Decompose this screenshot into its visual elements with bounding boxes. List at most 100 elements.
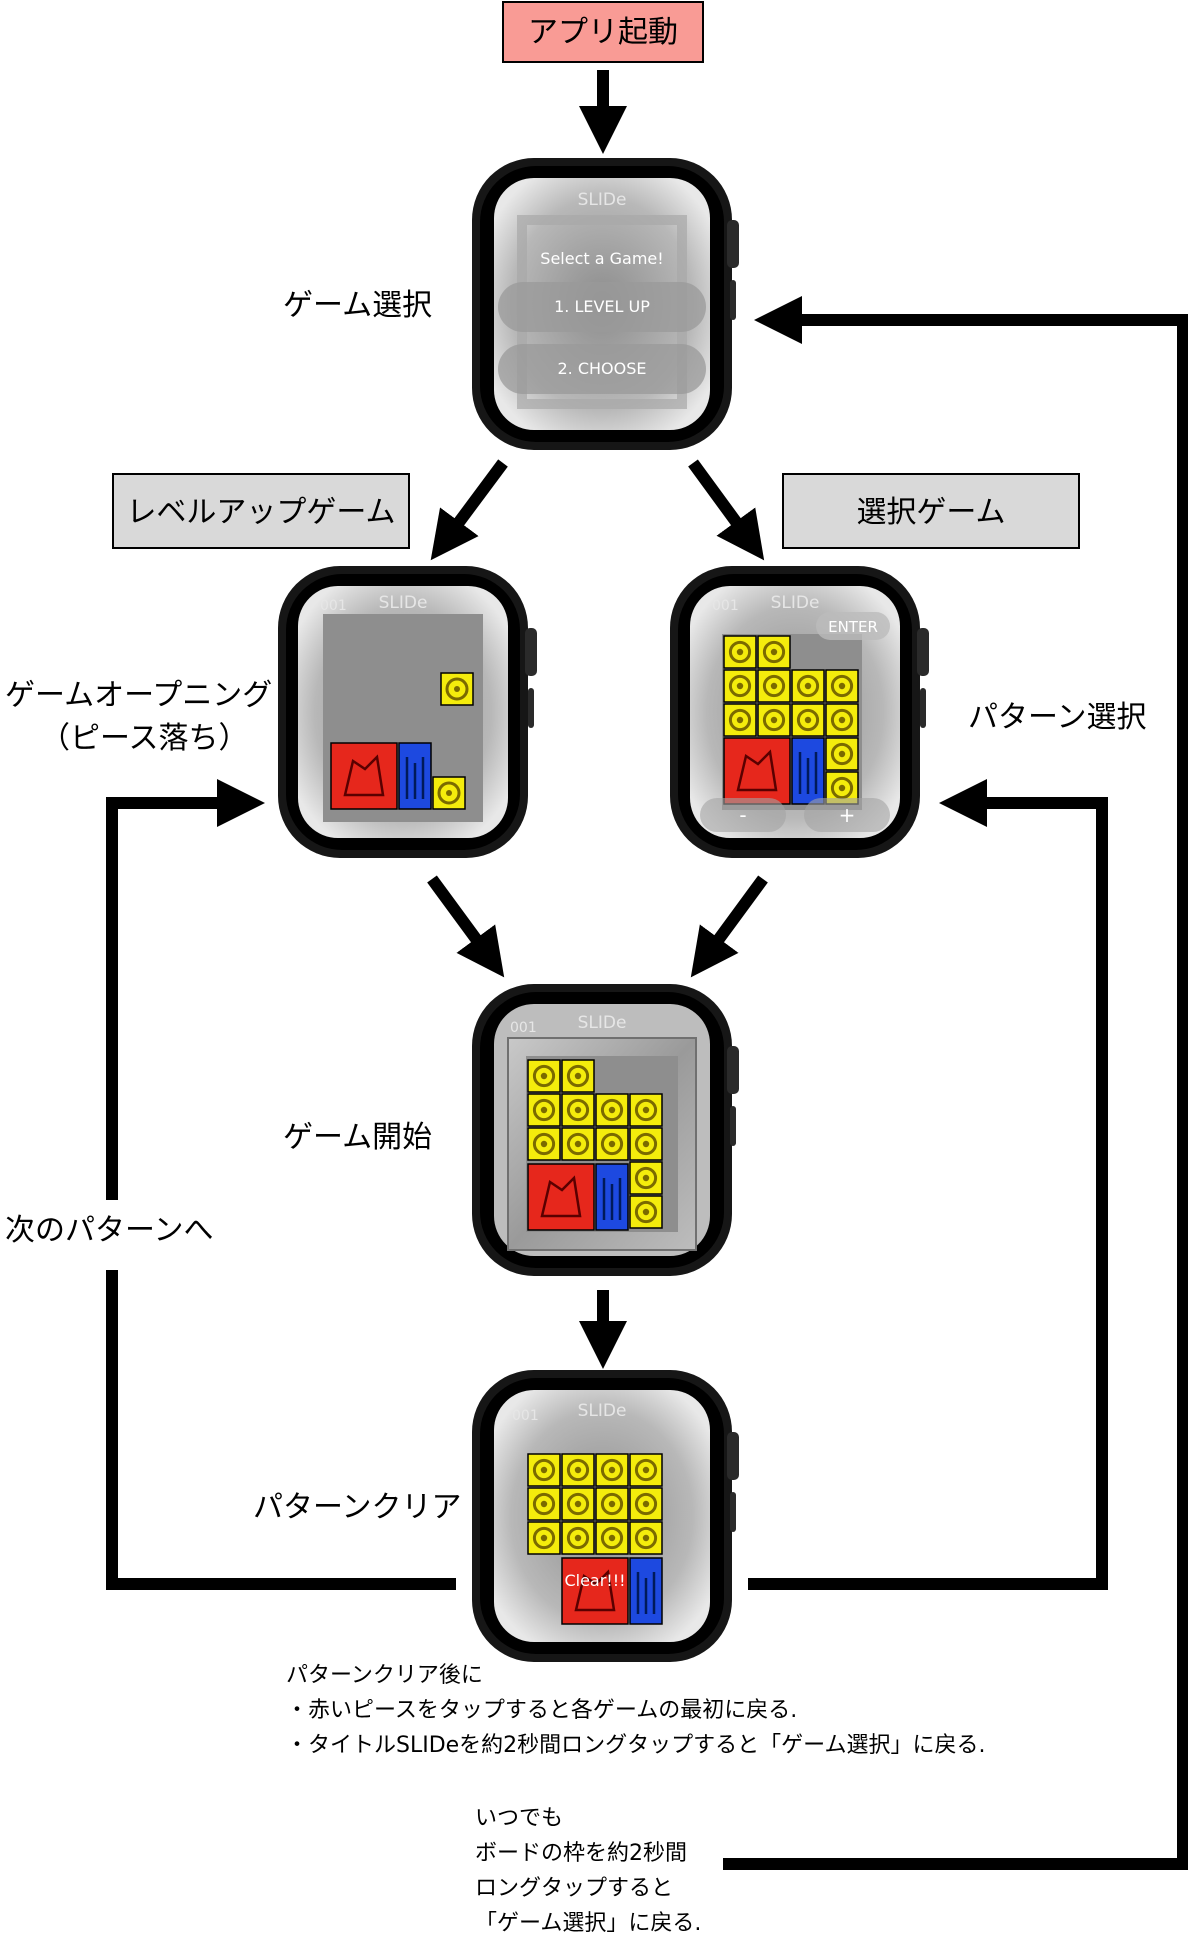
flow-arrows: [106, 70, 1188, 1870]
anytime-note-line1: いつでも: [475, 1806, 563, 1831]
watch-levelup-opening: 001 SLIDe: [278, 566, 537, 858]
arrow-anytime-to-game-select: [723, 296, 1188, 1870]
arrow-choose-to-start: [690, 875, 768, 978]
watch1-title: SLIDe: [578, 190, 627, 210]
piece-yellow[interactable]: [561, 1521, 595, 1555]
enter-button[interactable]: [816, 612, 890, 640]
label-gap: [96, 1200, 130, 1270]
game-start-label: ゲーム開始: [283, 1120, 432, 1155]
piece-yellow[interactable]: [595, 1127, 629, 1161]
piece-yellow[interactable]: [629, 1127, 663, 1161]
piece-yellow[interactable]: [791, 669, 825, 703]
piece-yellow[interactable]: [527, 1127, 561, 1161]
menu-option2-button[interactable]: [498, 344, 706, 394]
watch4-title[interactable]: SLIDe: [578, 1013, 627, 1033]
watch2-level: 001: [320, 598, 347, 614]
plus-button[interactable]: [804, 798, 890, 832]
next-pattern-label: 次のパターンへ: [5, 1213, 214, 1248]
piece-yellow[interactable]: [825, 703, 859, 737]
piece-yellow[interactable]: [527, 1093, 561, 1127]
watch-pattern-select: 001 SLIDe ENTER - +: [670, 566, 929, 858]
piece-red[interactable]: [527, 1163, 595, 1231]
piece-yellow[interactable]: [561, 1487, 595, 1521]
piece-yellow[interactable]: [595, 1487, 629, 1521]
watch5-level: 001: [512, 1408, 539, 1424]
watch-game-start: 001 SLIDe: [472, 984, 739, 1276]
piece-yellow[interactable]: [527, 1059, 561, 1093]
menu-prompt: Select a Game!: [540, 249, 663, 268]
piece-yellow[interactable]: [757, 703, 791, 737]
launch-label: アプリ起動: [528, 15, 678, 50]
piece-red[interactable]: [330, 742, 398, 810]
anytime-note-line4: 「ゲーム選択」に戻る.: [475, 1911, 701, 1934]
game-grid: [527, 1059, 663, 1229]
piece-yellow[interactable]: [629, 1453, 663, 1487]
game-select-label: ゲーム選択: [283, 288, 432, 323]
clear-text: Clear!!!: [564, 1571, 625, 1590]
piece-blue[interactable]: [398, 742, 432, 810]
piece-yellow[interactable]: [561, 1059, 595, 1093]
clear-note-line2: ・赤いピースをタップすると各ゲームの最初に戻る.: [286, 1698, 797, 1723]
piece-yellow[interactable]: [757, 669, 791, 703]
levelup-game-label: レベルアップゲーム: [126, 495, 395, 530]
pattern-grid: [723, 635, 859, 805]
clear-note-line1: パターンクリア後に: [286, 1663, 483, 1688]
piece-yellow[interactable]: [561, 1453, 595, 1487]
piece-blue[interactable]: [629, 1557, 663, 1625]
anytime-note-line3: ロングタップすると: [475, 1876, 673, 1901]
piece-yellow[interactable]: [629, 1195, 663, 1229]
clear-grid: [527, 1453, 663, 1555]
piece-yellow[interactable]: [629, 1093, 663, 1127]
watch5-title[interactable]: SLIDe: [578, 1401, 627, 1421]
piece-yellow[interactable]: [629, 1487, 663, 1521]
plus-label: +: [839, 803, 856, 827]
piece-yellow[interactable]: [629, 1521, 663, 1555]
pattern-clear-label: パターンクリア: [253, 1490, 462, 1525]
launch-box: [502, 1, 704, 63]
arrow-clear-to-opening: [106, 779, 456, 1590]
piece-yellow[interactable]: [527, 1521, 561, 1555]
piece-red[interactable]: [723, 737, 791, 805]
piece-yellow[interactable]: [825, 737, 859, 771]
menu-option1-button[interactable]: [498, 282, 706, 332]
piece-yellow[interactable]: [527, 1487, 561, 1521]
piece-yellow[interactable]: [825, 669, 859, 703]
piece-yellow[interactable]: [723, 635, 757, 669]
watch4-level: 001: [510, 1020, 537, 1036]
piece-blue[interactable]: [595, 1163, 629, 1231]
watch3-level: 001: [712, 598, 739, 614]
menu-option2-label: 2. CHOOSE: [557, 359, 646, 378]
watch2-title: SLIDe: [379, 593, 428, 613]
piece-yellow[interactable]: [791, 703, 825, 737]
arrow-levelup-to-start: [427, 875, 505, 978]
piece-yellow[interactable]: [561, 1093, 595, 1127]
choose-game-label: 選択ゲーム: [856, 495, 1005, 530]
watch-game-select: SLIDe Select a Game! 1. LEVEL UP 2. CHOO…: [472, 158, 739, 450]
opening-label-line1: ゲームオープニング: [5, 678, 272, 713]
piece-yellow[interactable]: [723, 703, 757, 737]
piece-yellow[interactable]: [595, 1521, 629, 1555]
piece-yellow[interactable]: [432, 776, 466, 810]
piece-yellow[interactable]: [629, 1161, 663, 1195]
minus-label: -: [739, 803, 746, 827]
minus-button[interactable]: [700, 798, 786, 832]
levelup-game-box: [112, 473, 410, 549]
piece-yellow[interactable]: [561, 1127, 595, 1161]
piece-yellow[interactable]: [595, 1453, 629, 1487]
clear-note-line3: ・タイトルSLIDeを約2秒間ロングタップすると「ゲーム選択」に戻る.: [286, 1733, 986, 1758]
piece-yellow[interactable]: [723, 669, 757, 703]
watch3-title: SLIDe: [771, 593, 820, 613]
choose-game-box: [782, 473, 1080, 549]
arrow-select-to-choose: [688, 459, 765, 561]
arrow-select-to-levelup: [430, 459, 508, 561]
piece-red[interactable]: [561, 1557, 629, 1625]
piece-yellow[interactable]: [527, 1453, 561, 1487]
piece-yellow[interactable]: [595, 1093, 629, 1127]
anytime-note-line2: ボードの枠を約2秒間: [475, 1841, 687, 1866]
piece-yellow[interactable]: [757, 635, 791, 669]
piece-yellow-falling[interactable]: [440, 672, 474, 706]
enter-label: ENTER: [828, 618, 878, 636]
watch-pattern-clear: 001 SLIDe Clear!!!: [472, 1370, 739, 1662]
piece-blue[interactable]: [791, 737, 825, 805]
